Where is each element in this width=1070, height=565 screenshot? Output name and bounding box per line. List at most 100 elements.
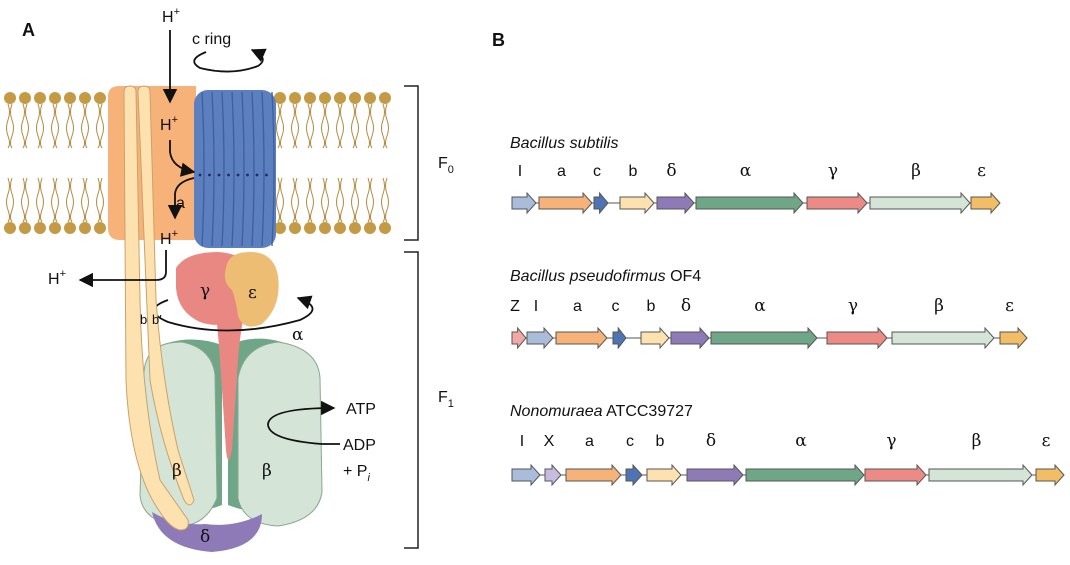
operon-organism-label: Bacillus pseudofirmus OF4 <box>510 268 701 285</box>
gene-label: γ <box>848 296 858 316</box>
gene-label: ε <box>1042 431 1051 451</box>
alpha-label: α <box>292 325 304 345</box>
gene-arrow-δ <box>670 326 710 350</box>
gene-label: δ <box>681 296 691 316</box>
c-ring-dot <box>236 173 240 177</box>
gene-label: X <box>544 433 555 450</box>
lipid-tail <box>385 177 389 223</box>
proton-from-cring-arrow <box>167 177 195 220</box>
c-ring-dot <box>246 173 249 177</box>
lipid-tail <box>381 103 385 149</box>
lipid-head <box>64 222 76 234</box>
adp-label: ADP <box>343 437 376 454</box>
lipid-tail <box>306 177 310 223</box>
gene-label: b <box>647 298 656 315</box>
lipid-tail <box>280 177 284 223</box>
lipid-tail <box>55 103 59 149</box>
gene-label: Z <box>510 298 520 315</box>
lipid-tail <box>85 103 89 149</box>
gene-arrow-c <box>612 326 627 350</box>
gene-arrow-X <box>544 463 562 487</box>
operon-organism-label: Nonomuraea ATCC39727 <box>510 403 693 420</box>
gamma-label: γ <box>200 281 210 301</box>
lipid-head <box>349 222 361 234</box>
lipid-head <box>19 92 31 104</box>
gene-arrow-c <box>625 463 643 487</box>
lipid-head <box>379 92 391 104</box>
c-ring-subunit-line <box>251 91 255 247</box>
c-ring-rotation-arrow <box>193 48 267 73</box>
membrane-bilayer <box>4 92 391 234</box>
lipid-tail <box>25 177 29 223</box>
delta-label: δ <box>200 527 210 547</box>
lipid-tail <box>70 103 74 149</box>
stalk-b-prime <box>137 85 195 506</box>
lipid-head <box>304 92 316 104</box>
gene-label: a <box>585 433 594 450</box>
c-ring-dot <box>255 173 259 177</box>
lipid-tail <box>291 103 295 149</box>
gene-label: b <box>656 433 665 450</box>
beta-subunit-right <box>237 341 323 527</box>
f0-label: F0 <box>438 155 454 176</box>
gene-arrow-I <box>511 463 541 487</box>
lipid-head <box>319 92 331 104</box>
lipid-tail <box>366 177 370 223</box>
lipid-tail <box>366 103 370 149</box>
lipid-head <box>334 92 346 104</box>
lipid-tail <box>6 177 10 223</box>
lipid-head <box>79 92 91 104</box>
stalk-b-label: b <box>140 312 147 327</box>
gene-label: γ <box>886 431 896 451</box>
stalk-b <box>123 85 189 531</box>
gene-label: ε <box>977 161 986 181</box>
gene-label: α <box>754 296 766 316</box>
lipid-head <box>4 92 16 104</box>
gene-arrow-α <box>695 191 804 215</box>
lipid-tail <box>40 177 44 223</box>
lipid-tail <box>6 103 10 149</box>
gene-arrow-γ <box>864 463 927 487</box>
lipid-tail <box>66 103 70 149</box>
lipid-head <box>94 222 106 234</box>
gene-arrow-ε <box>1035 463 1065 487</box>
gene-label: c <box>612 298 620 315</box>
lipid-tail <box>66 177 70 223</box>
lipid-head <box>364 222 376 234</box>
gene-arrow-ε <box>999 326 1028 350</box>
gene-arrow-γ <box>806 191 868 215</box>
lipid-head <box>49 92 61 104</box>
lipid-tail <box>291 177 295 223</box>
lipid-tail <box>100 177 104 223</box>
h-plus-top-label: H+ <box>162 6 180 26</box>
lipid-tail <box>36 177 40 223</box>
lipid-tail <box>51 177 55 223</box>
c-ring-subunit-line <box>231 91 235 247</box>
gene-label: γ <box>828 161 838 181</box>
gene-arrow-a <box>565 463 622 487</box>
lipid-tail <box>96 177 100 223</box>
lipid-tail <box>351 103 355 149</box>
gamma-stalk <box>214 296 248 460</box>
panel-a-letter: A <box>22 20 35 40</box>
gene-label: β <box>934 296 944 316</box>
gene-arrow-ε <box>970 191 1001 215</box>
proton-to-cring-arrow <box>169 140 196 177</box>
lipid-tail <box>310 103 314 149</box>
c-ring-subunit-line <box>221 91 225 247</box>
lipid-head <box>79 222 91 234</box>
lipid-tail <box>55 177 59 223</box>
lipid-tail <box>21 177 25 223</box>
lipid-tail <box>306 103 310 149</box>
lipid-tail <box>70 177 74 223</box>
lipid-head <box>19 222 31 234</box>
lipid-tail <box>96 103 100 149</box>
lipid-tail <box>321 177 325 223</box>
lipid-head <box>274 92 286 104</box>
lipid-head <box>34 222 46 234</box>
gene-label: c <box>626 433 634 450</box>
lipid-tail <box>340 103 344 149</box>
gene-arrow-a <box>538 191 593 215</box>
h-plus-out-label: H+ <box>48 268 66 288</box>
